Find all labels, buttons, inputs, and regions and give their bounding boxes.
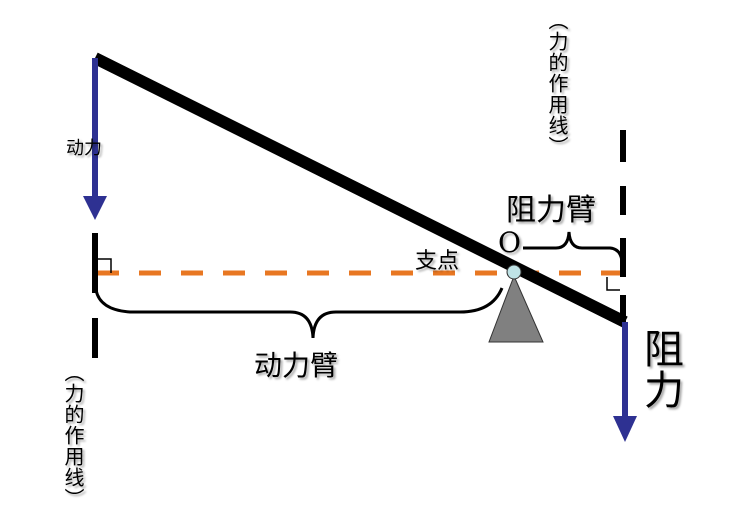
resistance-force-label: 阻力 bbox=[637, 328, 683, 410]
effort-force-label: 动力 bbox=[66, 138, 102, 159]
effort-force-arrow bbox=[83, 58, 107, 220]
effort-right-angle-mark bbox=[98, 258, 112, 273]
resistance-arm-brace bbox=[523, 231, 624, 263]
effort-arm-brace bbox=[94, 287, 504, 339]
line-of-action-label-bottom: （力的作用线） bbox=[61, 362, 85, 509]
fulcrum-point-label: O bbox=[498, 226, 521, 259]
fulcrum-label: 支点 bbox=[415, 249, 460, 274]
lever-bar bbox=[92, 52, 628, 328]
fulcrum-base bbox=[488, 274, 544, 343]
line-of-action-label-top: （力的作用线） bbox=[545, 10, 569, 157]
fulcrum-pivot bbox=[506, 264, 522, 280]
resistance-arm-label: 阻力臂 bbox=[506, 193, 596, 228]
effort-arm-label: 动力臂 bbox=[254, 349, 339, 382]
resistance-force-arrow bbox=[613, 322, 637, 442]
resistance-right-angle-mark bbox=[606, 277, 620, 291]
